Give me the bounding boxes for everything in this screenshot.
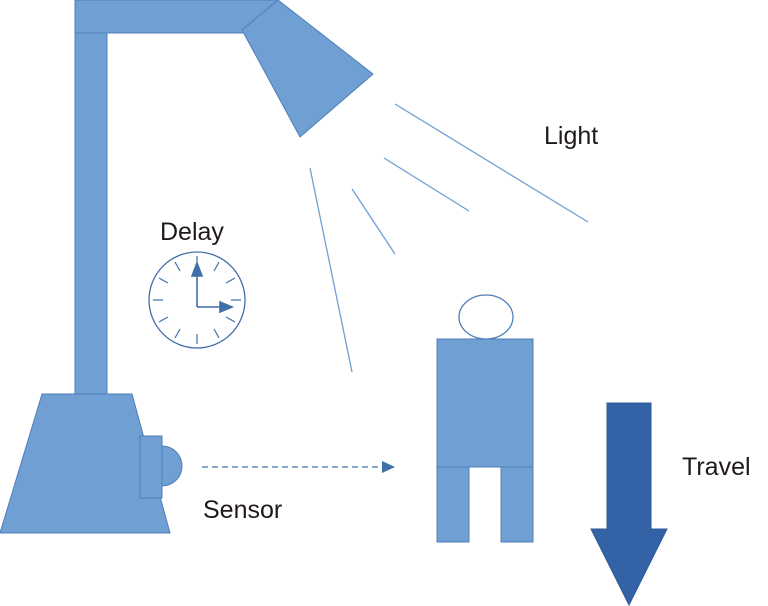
clock-hands [190,260,235,314]
delay-label: Delay [160,218,224,246]
sensor-box [139,435,163,499]
travel-label: Travel [682,453,751,481]
person-body [436,338,534,468]
lamp-base [0,393,171,534]
person-head [458,294,514,340]
lamp-pole [74,29,108,399]
delay-clock [148,251,246,349]
sensor-dome [161,445,183,487]
sensor-beam-arrowhead [382,461,395,473]
sensor-beam [202,461,395,473]
person-left-leg [436,466,470,543]
person [436,294,534,543]
sensor-label: Sensor [203,496,283,524]
person-right-leg [500,466,534,543]
light-ray [351,188,396,255]
lamp-head [241,0,374,138]
lamp [0,0,374,534]
sensor-unit [139,435,183,499]
clock-ticks [153,256,241,344]
travel-arrow [590,402,668,606]
light-label: Light [544,122,599,150]
light-ray [309,167,353,373]
light-rays [309,103,589,373]
light-ray [383,157,470,212]
light-ray [394,103,589,223]
